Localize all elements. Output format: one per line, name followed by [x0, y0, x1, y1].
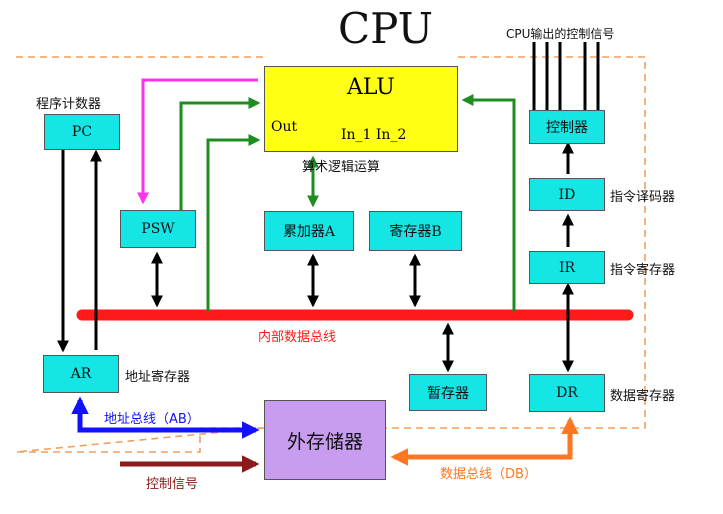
- ar-register: AR: [43, 355, 119, 393]
- external-memory: 外存储器: [264, 400, 386, 480]
- cpu-title: CPU: [338, 4, 434, 53]
- ir-register: IR: [529, 251, 605, 284]
- control-signal-label: 控制信号: [146, 477, 199, 492]
- control-signal-lines: [532, 42, 600, 110]
- data-bus-label: 数据总线（DB）: [440, 467, 537, 482]
- bus-to-alu-in2-arrow: [461, 94, 516, 312]
- address-bus-arrow: [71, 396, 260, 439]
- address-bus-label: 地址总线（AB）: [104, 412, 200, 427]
- psw-register: PSW: [120, 210, 196, 248]
- alu-caption: 算术逻辑运算: [302, 160, 381, 175]
- id-decoder: ID: [529, 178, 605, 211]
- psw-to-alu-arrow: [179, 97, 261, 210]
- temp-register: 暂存器: [409, 374, 487, 411]
- pc-label: 程序计数器: [36, 97, 102, 112]
- internal-bus-label: 内部数据总线: [258, 330, 337, 345]
- dr-register: DR: [529, 374, 605, 412]
- controller: 控制器: [529, 110, 605, 144]
- alu-block: ALU Out In_1 In_2: [264, 66, 458, 152]
- accumulator-a: 累加器A: [264, 211, 354, 251]
- dr-label: 数据寄存器: [610, 389, 676, 404]
- register-b: 寄存器B: [369, 211, 462, 251]
- alu-title: ALU: [347, 75, 395, 100]
- ar-label: 地址寄存器: [125, 370, 191, 385]
- ir-label: 指令寄存器: [610, 263, 676, 278]
- alu-inputs-label: In_1 In_2: [341, 127, 407, 143]
- id-label: 指令译码器: [610, 190, 676, 205]
- alu-out-label: Out: [271, 119, 298, 135]
- control-signals-out-label: CPU输出的控制信号: [506, 27, 615, 41]
- data-bus-arrow: [390, 416, 579, 466]
- pc-register: PC: [44, 114, 120, 150]
- alu-to-psw-arrow: [137, 78, 258, 205]
- bus-to-alu-in1-arrow: [206, 134, 261, 312]
